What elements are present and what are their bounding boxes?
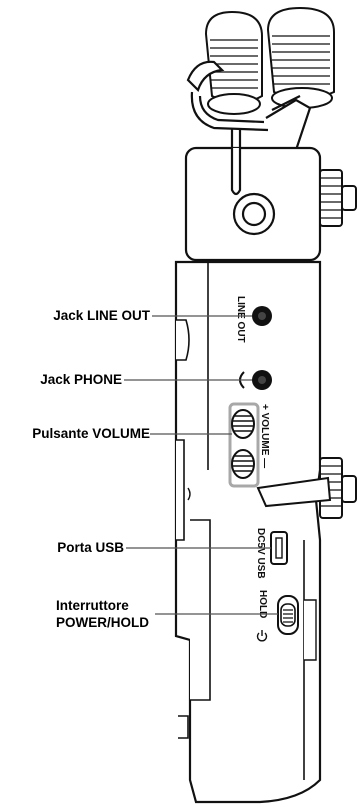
mic-guard — [186, 60, 312, 196]
line-out-jack-graphic — [252, 306, 272, 326]
callout-line-out: Jack LINE OUT — [53, 308, 150, 323]
marking-volume: + VOLUME — — [259, 404, 270, 468]
callout-power-hold: Interruttore POWER/HOLD — [56, 597, 166, 631]
recorder-body — [174, 260, 322, 804]
device-markings: LINE OUT + VOLUME — DC5V USB HOLD — [235, 296, 270, 618]
callout-volume: Pulsante VOLUME — [32, 426, 150, 441]
marking-usb: DC5V USB — [255, 528, 266, 579]
phone-jack-graphic — [239, 370, 272, 390]
callout-power-hold-line1: Interruttore — [56, 598, 129, 613]
callout-power-hold-line2: POWER/HOLD — [56, 615, 149, 630]
callout-phone: Jack PHONE — [40, 372, 122, 387]
marking-line-out: LINE OUT — [235, 296, 246, 343]
power-hold-switch-graphic — [256, 595, 299, 642]
callout-usb: Porta USB — [57, 540, 124, 555]
upper-screw-knob — [319, 169, 357, 227]
callout-leader-lines — [124, 315, 278, 615]
mount-arm — [256, 476, 332, 508]
lower-screw-knob — [319, 457, 357, 519]
usb-port-graphic — [270, 531, 288, 565]
xy-microphone-capsules — [204, 6, 335, 115]
mic-head-block — [184, 146, 322, 262]
marking-hold: HOLD — [257, 590, 268, 618]
volume-rocker-graphic — [228, 402, 260, 488]
